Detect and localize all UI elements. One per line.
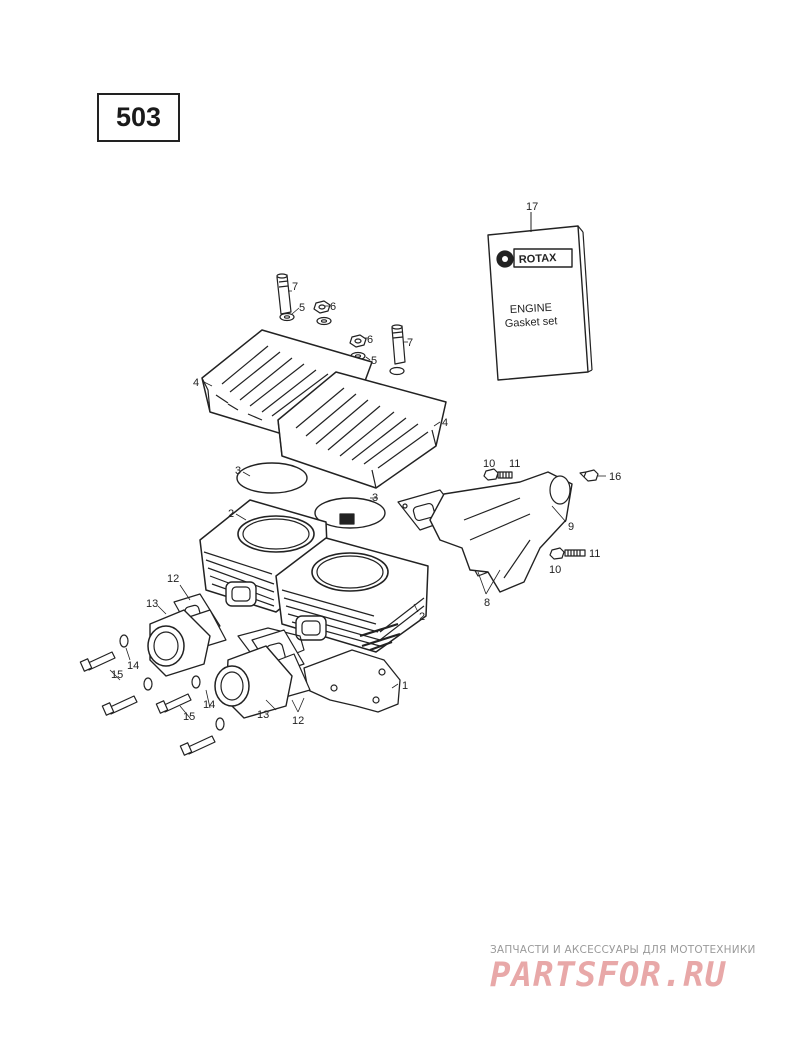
callout-5a: 5 [299, 302, 305, 314]
gasket-book-line1: ENGINE [510, 302, 553, 316]
callout-5b: 5 [371, 355, 377, 367]
intake-sleeve-13b [214, 645, 293, 719]
head-gasket-ring-left [236, 462, 308, 494]
callout-9: 9 [568, 521, 574, 533]
washer-5a-icon [279, 312, 295, 322]
callout-4a: 4 [193, 377, 199, 389]
callout-2a: 2 [228, 508, 234, 520]
intake-bolt-15c-icon [155, 693, 192, 714]
callout-12b: 12 [292, 715, 304, 727]
callout-11a: 11 [509, 458, 520, 470]
callout-11b: 11 [589, 548, 600, 560]
callout-15b: 15 [183, 711, 195, 723]
callout-7a: 7 [292, 281, 298, 293]
callout-3a: 3 [235, 465, 241, 477]
cylinder-stud-right [391, 324, 406, 365]
exhaust-bolt-11a-icon [497, 471, 513, 479]
callout-4b: 4 [442, 417, 448, 429]
head-gasket-ring-right [314, 497, 386, 529]
exhaust-washer-10a-icon [483, 468, 499, 481]
nut-6a-icon [313, 300, 331, 314]
callout-2b: 2 [419, 611, 425, 623]
intake-sleeve-13a [147, 609, 211, 677]
intake-washer-14c-icon [191, 675, 201, 689]
intake-washer-14d-icon [215, 717, 225, 731]
intake-washer-14b-icon [143, 677, 153, 691]
base-gasket [237, 627, 401, 713]
leader-lines [109, 290, 606, 719]
watermark-logo: PARTSFOR.RU [490, 955, 727, 995]
callout-14b: 14 [203, 699, 215, 711]
cylinder-stud-left [276, 273, 292, 315]
callout-13a: 13 [146, 598, 158, 610]
washer-5c-icon [389, 366, 405, 376]
callout-17: 17 [526, 201, 538, 213]
callout-3b: 3 [372, 492, 378, 504]
watermark: ЗАПЧАСТИ И АКСЕССУАРЫ ДЛЯ МОТОТЕХНИКИ PA… [490, 944, 790, 994]
exhaust-bolt-11b-icon [564, 549, 586, 557]
model-number: 503 [115, 102, 162, 132]
washer-5a2-icon [316, 316, 332, 326]
model-number-box: 503 [97, 93, 180, 142]
callout-6a: 6 [330, 301, 336, 313]
gasket-set-book [487, 212, 593, 381]
intake-bolt-15d-icon [179, 735, 216, 756]
gasket-book-line2: Gasket set [505, 315, 558, 330]
callout-6b: 6 [367, 334, 373, 346]
exhaust-washer-10b-icon [549, 547, 565, 560]
cylinder-head-right [277, 371, 447, 489]
callout-8: 8 [484, 597, 490, 609]
callout-10a: 10 [483, 458, 495, 470]
manifold-nut-16-icon [579, 469, 599, 482]
callout-1: 1 [402, 680, 408, 692]
cylinder-right [275, 537, 429, 653]
callout-12a: 12 [167, 573, 179, 585]
intake-bolt-15b-icon [101, 695, 138, 716]
gasket-book-brand: ROTAX [519, 252, 558, 266]
callout-7b: 7 [407, 337, 413, 349]
callout-16: 16 [609, 471, 621, 483]
callout-15a: 15 [111, 669, 123, 681]
nut-6b-icon [349, 334, 367, 348]
callout-14a: 14 [127, 660, 139, 672]
callout-13b: 13 [257, 709, 269, 721]
watermark-tagline: ЗАПЧАСТИ И АКСЕССУАРЫ ДЛЯ МОТОТЕХНИКИ [490, 944, 756, 956]
intake-bolt-15a-icon [79, 651, 116, 672]
callout-10b: 10 [549, 564, 561, 576]
exhaust-manifold [429, 471, 573, 593]
intake-washer-14a-icon [119, 634, 129, 648]
